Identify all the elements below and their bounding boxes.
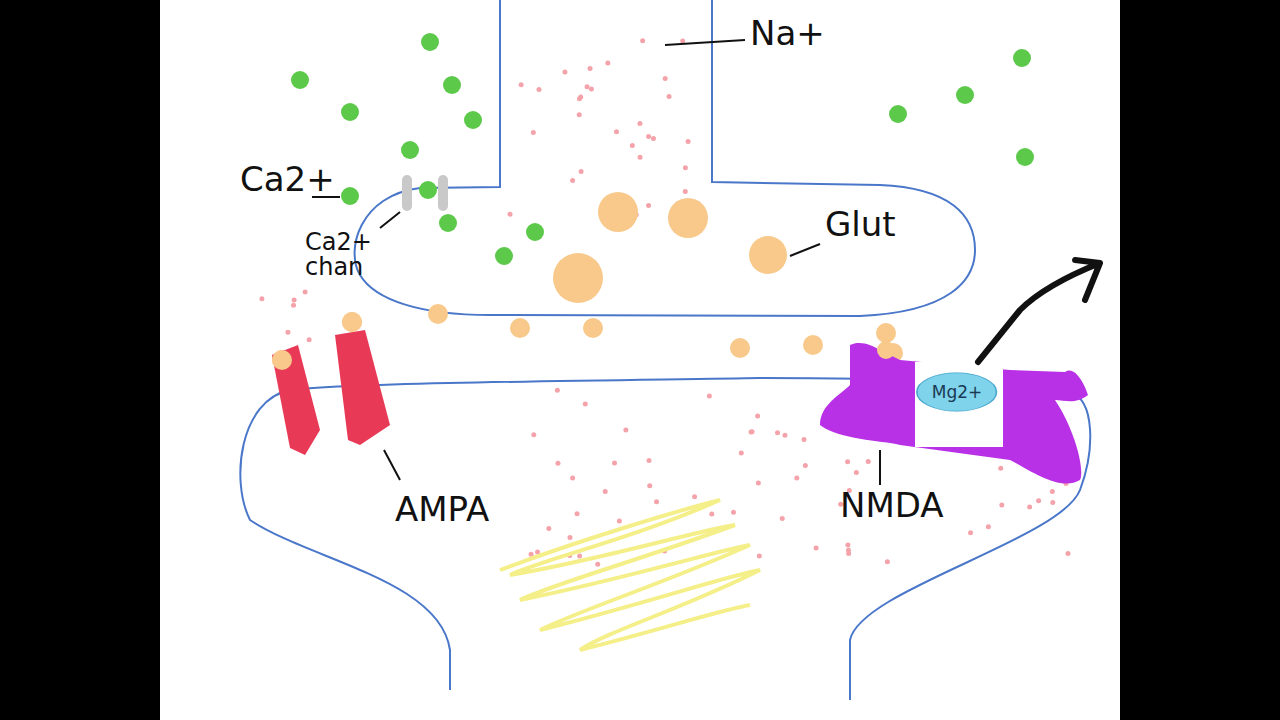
- signal-scribble: [500, 500, 760, 650]
- presynaptic-membrane: [355, 0, 975, 316]
- calcium-channel: [402, 175, 448, 211]
- ampa-receptor: [272, 312, 390, 455]
- synapse-illustration: [160, 0, 1120, 720]
- glutamate-molecule: [877, 341, 895, 359]
- receptor-label: AMPA: [395, 492, 489, 528]
- ion-label: Na+: [750, 16, 825, 52]
- magnesium-ion: Mg2+: [916, 372, 997, 412]
- page-ground: Na+ Ca2+ Ca2+ chan GlutAMPA NMDA Mg2+: [160, 0, 1120, 720]
- sodium-dots: [259, 38, 1070, 567]
- channel-label: Ca2+ chan: [305, 230, 377, 280]
- ejection-arrow: [978, 260, 1100, 362]
- nmda-receptor: [820, 343, 1088, 484]
- leader-lines: [312, 40, 880, 485]
- nmda-pore: [915, 362, 1003, 447]
- receptor-label: NMDA: [840, 488, 944, 524]
- calcium-ions: [291, 33, 1034, 265]
- neurotransmitter-label: Glut: [825, 207, 896, 243]
- ion-text: Mg2+: [932, 382, 983, 402]
- ion-label: Ca2+: [240, 162, 335, 198]
